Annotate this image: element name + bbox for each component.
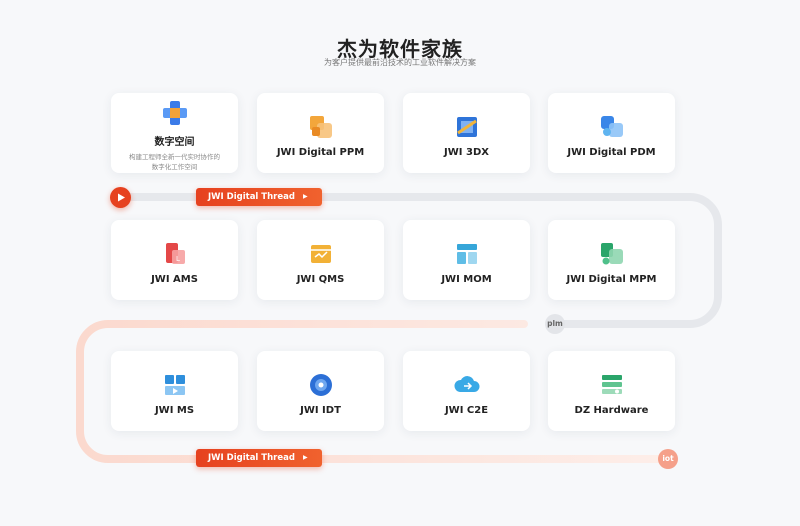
product-card-mom[interactable]: JWI MOM (403, 220, 530, 300)
card-label: JWI 3DX (444, 146, 489, 158)
card-label: DZ Hardware (574, 404, 649, 416)
card-label: JWI Digital PDM (567, 146, 656, 158)
plm-node[interactable]: plm (545, 314, 565, 334)
product-card-ams[interactable]: L JWI AMS (111, 220, 238, 300)
digital-thread-badge-bottom[interactable]: JWI Digital Thread ▶ (196, 449, 322, 467)
page-subtitle: 为客户提供最前沿技术的工业软件解决方案 (324, 58, 476, 67)
card-label: JWI MS (154, 404, 195, 416)
idt-icon (309, 373, 332, 396)
card-label: JWI MOM (441, 273, 492, 285)
product-card-ms[interactable]: JWI MS (111, 351, 238, 431)
badge-label: JWI Digital Thread (208, 192, 295, 202)
card-label: JWI Digital MPM (566, 273, 657, 285)
3dx-icon (456, 116, 477, 137)
product-card-digital-space[interactable]: 数字空间 构建工程师全新一代实时协作的数字化工作空间 (111, 93, 238, 173)
product-card-dz-hardware[interactable]: DZ Hardware (548, 351, 675, 431)
ppm-icon (309, 115, 332, 138)
ams-icon: L (165, 242, 185, 264)
product-card-pdm[interactable]: JWI Digital PDM (548, 93, 675, 173)
product-card-c2e[interactable]: JWI C2E (403, 351, 530, 431)
product-card-mpm[interactable]: JWI Digital MPM (548, 220, 675, 300)
digital-thread-badge-top[interactable]: JWI Digital Thread ▶ (196, 188, 322, 206)
qms-icon (310, 244, 331, 263)
ms-icon (164, 374, 185, 395)
triangle-right-icon: ▶ (302, 454, 308, 461)
mom-icon (456, 243, 477, 264)
card-description: 构建工程师全新一代实时协作的数字化工作空间 (129, 152, 220, 171)
product-card-idt[interactable]: JWI IDT (257, 351, 384, 431)
mpm-icon (600, 242, 623, 264)
c2e-icon (453, 375, 479, 392)
page-title: 杰为软件家族 (337, 37, 463, 61)
svg-text:L: L (176, 255, 180, 263)
card-label: JWI AMS (151, 273, 198, 285)
pdm-icon (600, 115, 623, 137)
card-label: JWI C2E (444, 404, 489, 416)
card-label: JWI IDT (300, 404, 341, 416)
badge-label: JWI Digital Thread (208, 453, 295, 463)
card-label: JWI QMS (296, 273, 345, 285)
product-card-qms[interactable]: JWI QMS (257, 220, 384, 300)
product-card-3dx[interactable]: JWI 3DX (403, 93, 530, 173)
thread-start-play-button[interactable] (110, 187, 131, 208)
product-card-ppm[interactable]: JWI Digital PPM (257, 93, 384, 173)
card-label: JWI Digital PPM (276, 146, 365, 158)
card-label: 数字空间 (154, 136, 195, 148)
digital-space-icon (162, 100, 187, 125)
play-icon (118, 193, 125, 202)
dz-hardware-icon (601, 374, 622, 394)
iot-node[interactable]: iot (658, 449, 678, 469)
triangle-right-icon: ▶ (302, 193, 308, 200)
